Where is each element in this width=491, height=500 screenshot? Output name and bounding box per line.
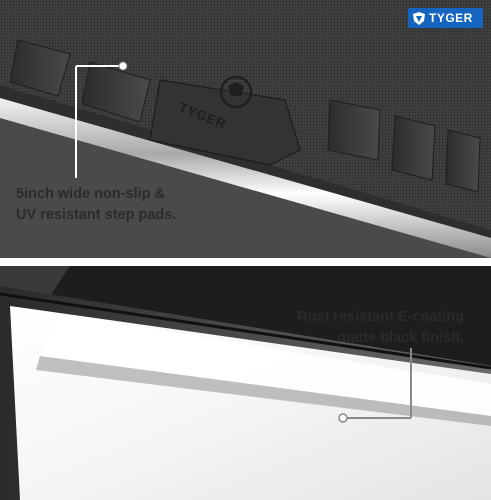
step-pad-ribs [9,39,481,193]
panel-divider [0,258,491,266]
rail-finish-panel: Rust resistant E-coating matte black fin… [0,266,491,500]
logo-plate [149,79,301,166]
step-pad-illustration [0,0,491,258]
callout-line-1: Rust resistant E-coating [297,309,464,325]
chrome-rail-edge [0,98,491,258]
step-pad-closeup-panel: TYGER TYGER 5inch wide non-slip & UV res… [0,0,491,258]
callout-pointer-dot [338,413,348,423]
callout-pointer-dot [118,61,128,71]
rail-finish-illustration [0,266,491,500]
finish-callout: Rust resistant E-coating matte black fin… [297,307,464,349]
shield-icon [413,11,425,25]
step-pad-callout: 5inch wide non-slip & UV resistant step … [16,184,176,226]
callout-line-2: matte black finish. [337,330,464,346]
brand-name: TYGER [429,11,473,25]
tiger-emblem-icon [219,75,253,109]
tyger-logo: TYGER [408,8,483,28]
callout-line-1: 5inch wide non-slip & [16,186,166,202]
callout-line-2: UV resistant step pads. [16,207,177,223]
